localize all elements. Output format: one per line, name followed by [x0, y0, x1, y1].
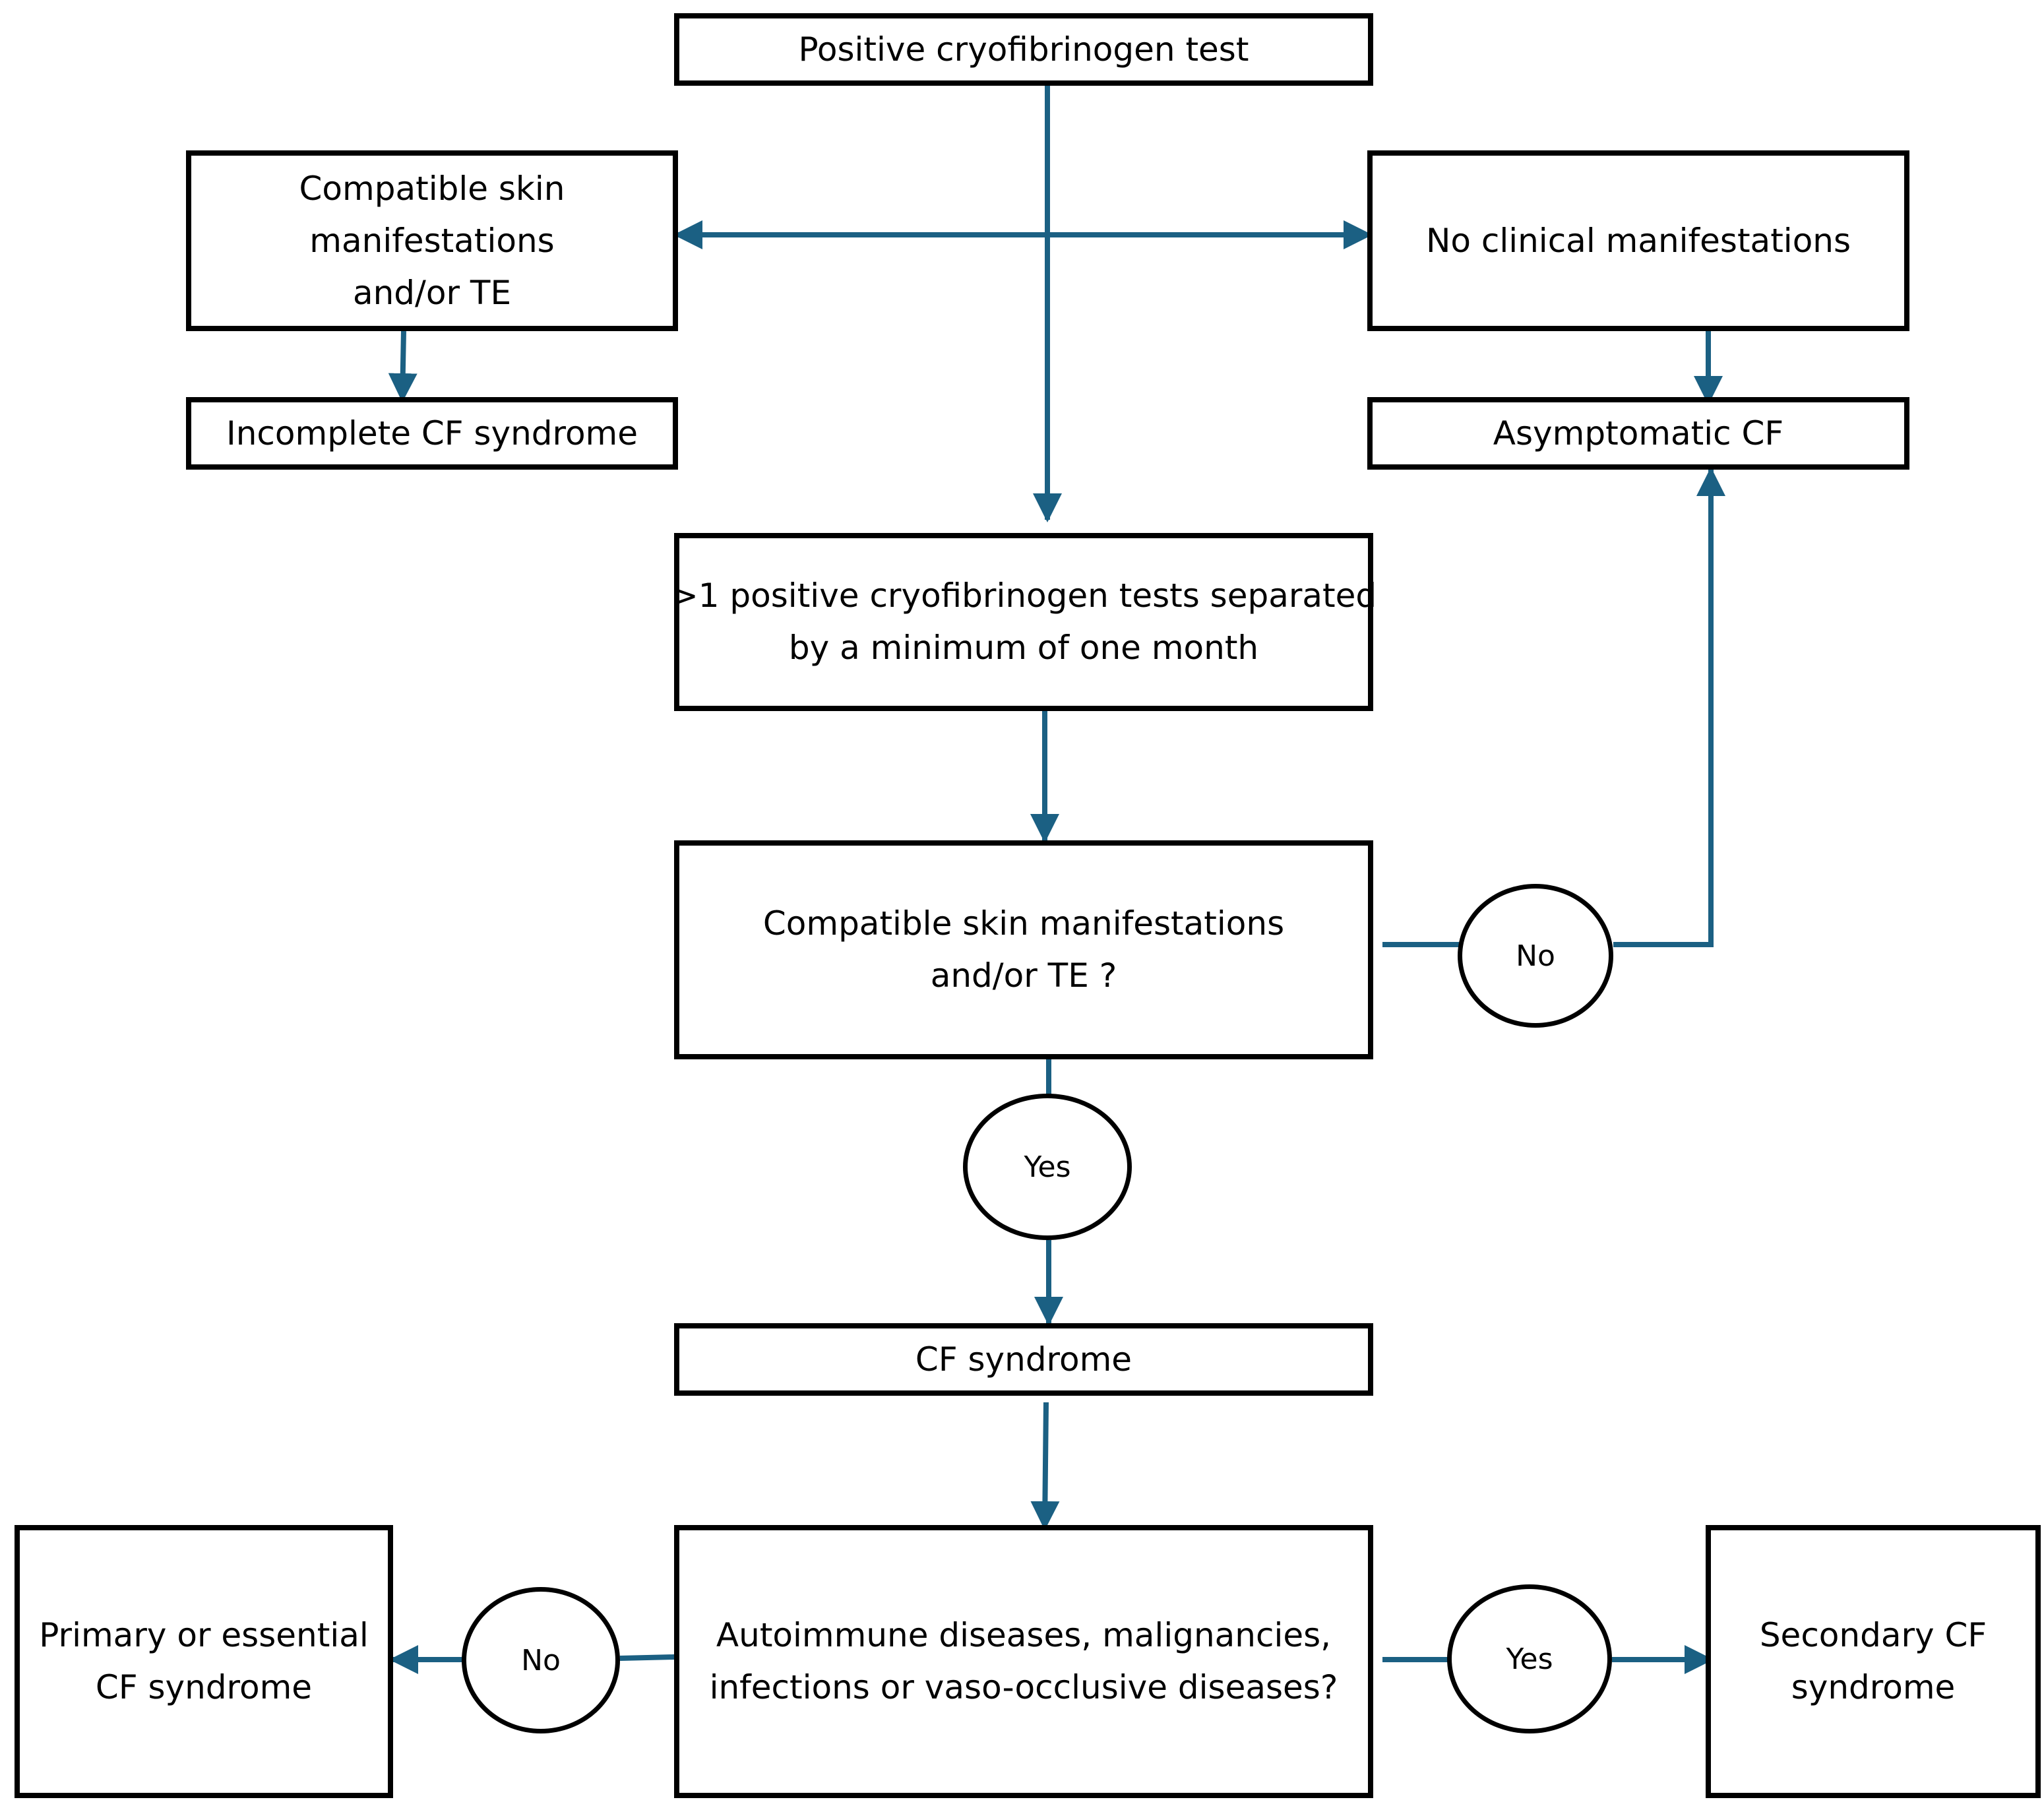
- compatible-question-box: Compatible skin manifestations and/or TE…: [674, 840, 1373, 1059]
- repeated-tests-box: >1 positive cryofibrinogen tests separat…: [671, 533, 1377, 711]
- decision-no-right-label: No: [1516, 939, 1555, 973]
- autoimmune-question-line-2: infections or vaso-occlusive diseases?: [709, 1668, 1338, 1706]
- asymptomatic-cf-box: Asymptomatic CF: [1367, 397, 1909, 470]
- cf-syndrome-label: CF syndrome: [915, 1340, 1132, 1379]
- decision-yes-right: Yes: [1447, 1584, 1612, 1733]
- no-clinical-box: No clinical manifestations: [1367, 150, 1909, 331]
- decision-yes-down-label: Yes: [1024, 1150, 1071, 1184]
- compatible-skin-left-line-2: manifestations: [309, 221, 555, 260]
- cf-syndrome-box: CF syndrome: [674, 1323, 1373, 1396]
- secondary-cf-line-1: Secondary CF: [1759, 1616, 1987, 1654]
- primary-cf-line-2: CF syndrome: [95, 1668, 313, 1706]
- asymptomatic-cf-label: Asymptomatic CF: [1493, 414, 1784, 452]
- secondary-cf-box: Secondary CF syndrome: [1706, 1525, 2041, 1798]
- incomplete-cf-label: Incomplete CF syndrome: [226, 414, 638, 452]
- decision-yes-down: Yes: [963, 1094, 1132, 1240]
- incomplete-cf-box: Incomplete CF syndrome: [186, 397, 678, 470]
- arrow-cf-to-autoimmune: [1030, 1402, 1060, 1530]
- decision-no-right: No: [1458, 884, 1613, 1028]
- compatible-question-line-1: Compatible skin manifestations: [762, 904, 1285, 943]
- positive-test-label: Positive cryofibrinogen test: [798, 30, 1249, 69]
- decision-no-left: No: [462, 1587, 620, 1733]
- compatible-skin-left-line-3: and/or TE: [352, 273, 512, 312]
- primary-cf-line-1: Primary or essential: [39, 1616, 369, 1654]
- line-autoimmune-to-no: [619, 1654, 676, 1661]
- autoimmune-question-line-1: Autoimmune diseases, malignancies,: [716, 1616, 1332, 1654]
- decision-no-left-label: No: [521, 1643, 561, 1677]
- secondary-cf-line-2: syndrome: [1791, 1668, 1956, 1706]
- positive-test-box: Positive cryofibrinogen test: [674, 13, 1373, 86]
- repeated-tests-line-2: by a minimum of one month: [788, 629, 1259, 667]
- compatible-skin-left-line-1: Compatible skin: [299, 169, 565, 208]
- repeated-tests-line-1: >1 positive cryofibrinogen tests separat…: [670, 577, 1377, 615]
- decision-yes-right-label: Yes: [1506, 1642, 1553, 1676]
- primary-cf-box: Primary or essential CF syndrome: [15, 1525, 393, 1798]
- no-clinical-label: No clinical manifestations: [1425, 221, 1851, 260]
- arrow-no-to-asymptomatic: [1613, 467, 1725, 947]
- compatible-question-line-2: and/or TE ?: [930, 956, 1117, 995]
- compatible-skin-left-box: Compatible skin manifestations and/or TE: [186, 150, 678, 331]
- autoimmune-question-box: Autoimmune diseases, malignancies, infec…: [674, 1525, 1373, 1798]
- arrow-to-incomplete-cf: [388, 330, 418, 402]
